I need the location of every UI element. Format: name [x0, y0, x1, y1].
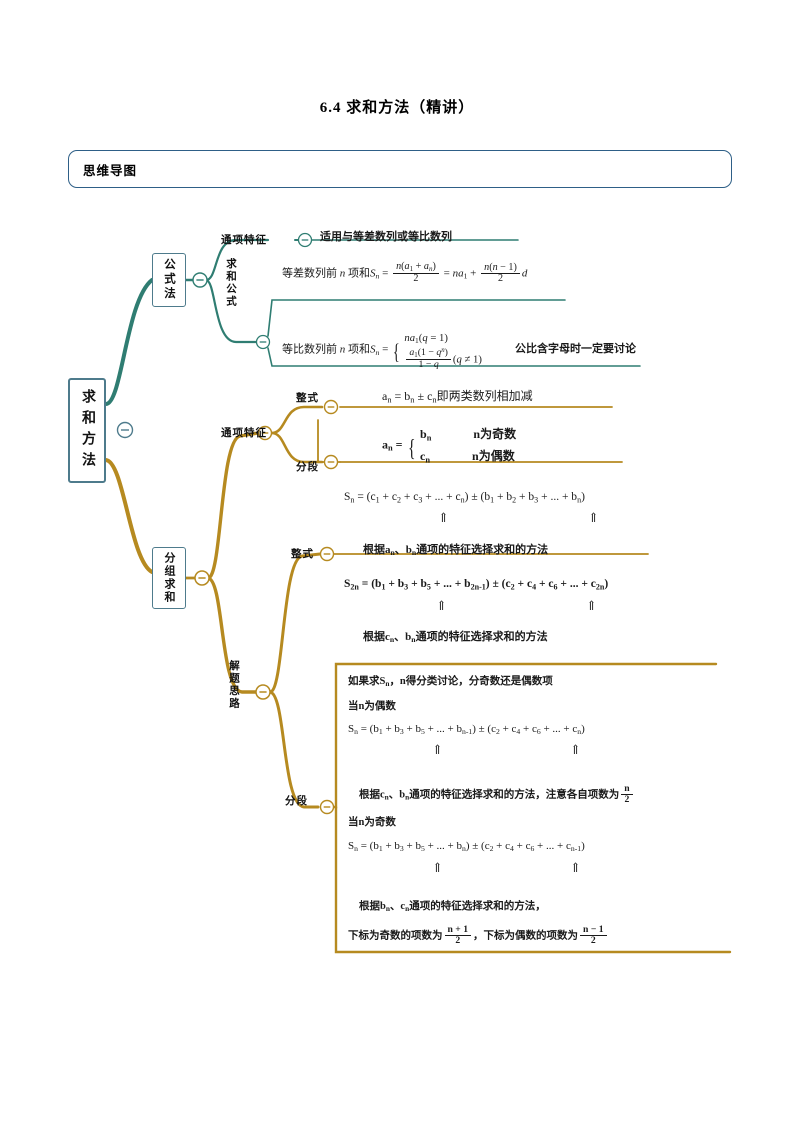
label-general-term-feature-2[interactable]: 通项特征	[221, 428, 267, 439]
content-sn-odd-case: Sn = (b1 + b3 + b5 + ... + bn) ± (c2 + c…	[348, 840, 585, 854]
label-approach-integral[interactable]: 整式	[291, 549, 314, 560]
content-note-cb: 根据cn、bn通项的特征选择求和的方法	[363, 631, 548, 645]
label-approach-piecewise[interactable]: 分段	[285, 796, 308, 807]
mindmap-root-node[interactable]: 求和方法	[68, 378, 106, 483]
label-general-term-feature-1[interactable]: 通项特征	[221, 235, 267, 246]
page-title: 6.4 求和方法（精讲）	[319, 100, 475, 116]
up-arrow-icon-6: ⇑	[570, 742, 581, 757]
content-arithmetic-sum-formula: 等差数列前 n 项和Sn = n(a1 + an)2 = na1 + n(n −…	[282, 261, 528, 285]
up-arrow-icon-5: ⇑	[432, 742, 443, 757]
mindmap-node-formula-method[interactable]: 公式法	[152, 253, 186, 307]
content-s2n-group-sum: S2n = (b1 + b3 + b5 + ... + b2n-1) ± (c2…	[344, 578, 609, 592]
content-when-n-even: 当n为偶数	[348, 701, 396, 712]
up-arrow-icon-1: ⇑	[438, 510, 449, 525]
content-note-odd-case-head: 根据bn、cn通项的特征选择求和的方法，	[359, 901, 546, 914]
mindmap-section-label: 思维导图	[83, 164, 138, 178]
content-geometric-note: 公比含字母时一定要讨论	[515, 343, 636, 355]
content-piecewise-intro: 如果求Sn，n得分类讨论，分奇数还是偶数项	[348, 676, 553, 689]
content-sn-group-sum: Sn = (c1 + c2 + c3 + ... + cn) ± (b1 + b…	[344, 491, 585, 505]
collapse-bullets	[116, 232, 339, 815]
up-arrow-icon-8: ⇑	[570, 860, 581, 875]
up-arrow-icon-2: ⇑	[588, 510, 599, 525]
content-note-ab: 根据an、bn通项的特征选择求和的方法	[363, 544, 549, 558]
mindmap-section-box: 思维导图	[68, 150, 732, 188]
up-arrow-icon-7: ⇑	[432, 860, 443, 875]
label-piecewise-form[interactable]: 分段	[296, 462, 319, 473]
content-when-n-odd: 当n为奇数	[348, 817, 396, 828]
label-sum-formula[interactable]: 求和公式	[225, 258, 236, 308]
mindmap-node-grouping-sum[interactable]: 分组求和	[152, 547, 186, 609]
up-arrow-icon-4: ⇑	[586, 598, 597, 613]
up-arrow-icon-3: ⇑	[436, 598, 447, 613]
content-an-integral: an = bn ± cn即两类数列相加减	[382, 389, 533, 405]
label-solving-approach[interactable]: 解题思路	[228, 660, 239, 710]
content-applies-to: 适用与等差数列或等比数列	[320, 231, 452, 243]
content-geometric-sum-formula: 等比数列前 n 项和Sn = { na1(q = 1) a1(1 − qn)1 …	[282, 332, 482, 370]
content-sn-even-case: Sn = (b1 + b3 + b5 + ... + bn-1) ± (c2 +…	[348, 723, 585, 737]
label-integral-form[interactable]: 整式	[296, 393, 319, 404]
